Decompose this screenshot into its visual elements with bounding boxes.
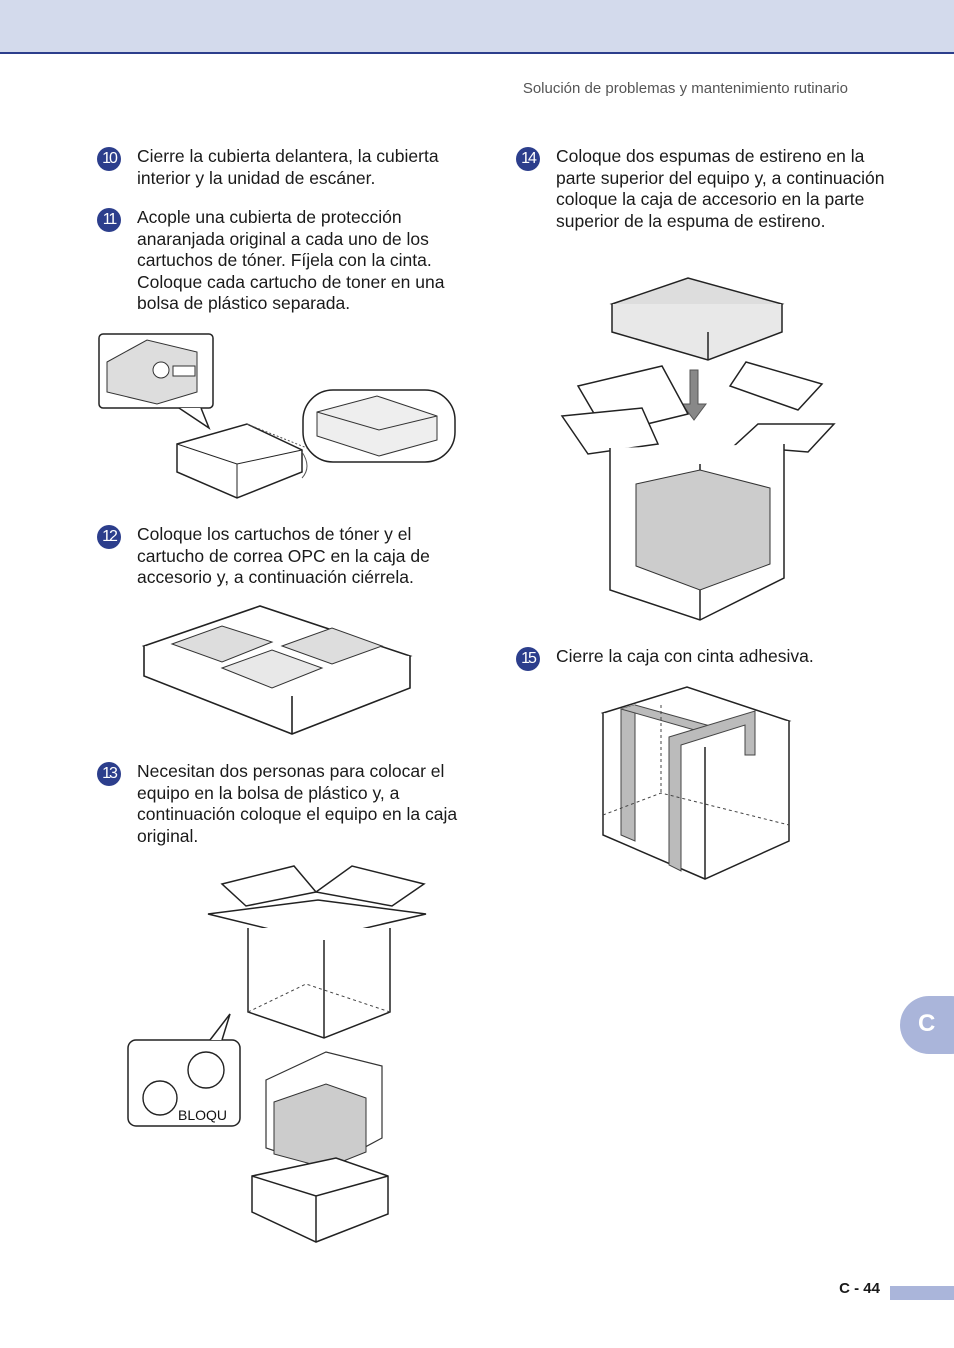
styrofoam-box-illustration [558,274,838,624]
step-number-badge: 15 [516,647,540,671]
page-number: C - 44 [839,1280,880,1297]
step-number-badge: 14 [516,147,540,171]
chapter-side-tab: C [900,996,954,1054]
step-text: Necesitan dos personas para colocar el e… [137,761,458,846]
accessory-box-illustration [142,604,414,736]
step-number-badge: 12 [97,525,121,549]
top-band [0,0,954,54]
step-11: 11 Acople una cubierta de protección ana… [97,207,477,319]
step-14: 14 Coloque dos espumas de estireno en la… [516,146,896,258]
step-number-badge: 10 [97,147,121,171]
step-13: 13 Necesitan dos personas para colocar e… [97,761,477,851]
step-number-badge: 11 [97,208,121,232]
page-number-bar [890,1286,954,1300]
step-10: 10 Cierre la cubierta delantera, la cubi… [97,146,477,194]
step-text: Cierre la cubierta delantera, la cubiert… [137,146,439,188]
step-text: Acople una cubierta de protección anaran… [137,207,445,313]
lock-label: BLOQU [178,1107,227,1123]
running-header: Solución de problemas y mantenimiento ru… [522,80,848,97]
step-12: 12 Coloque los cartuchos de tóner y el c… [97,524,477,594]
machine-into-box-illustration: BLOQU [126,862,431,1246]
step-text: Cierre la caja con cinta adhesiva. [556,646,814,666]
step-15: 15 Cierre la caja con cinta adhesiva. [516,646,896,674]
taped-box-illustration [601,685,793,883]
step-number-badge: 13 [97,762,121,786]
toner-cartridge-illustration [97,332,462,504]
step-text: Coloque los cartuchos de tóner y el cart… [137,524,430,587]
step-text: Coloque dos espumas de estireno en la pa… [556,146,885,231]
chapter-letter: C [918,1010,936,1037]
